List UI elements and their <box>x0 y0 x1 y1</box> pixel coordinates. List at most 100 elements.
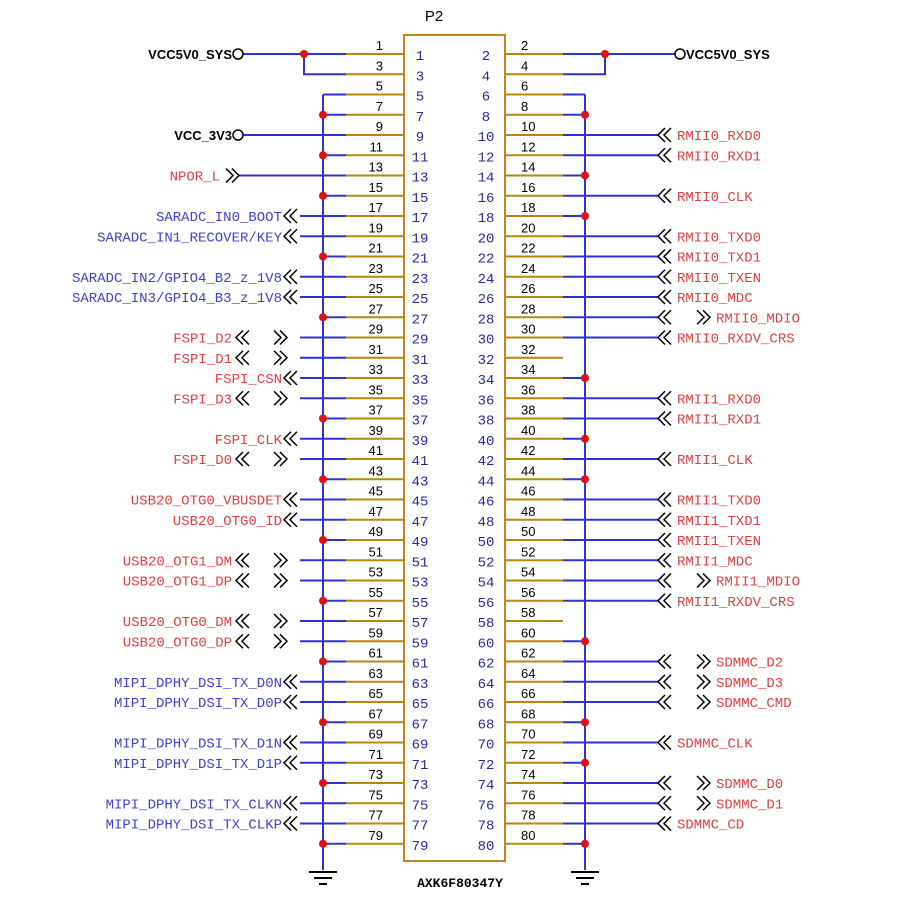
pin-number-outer-56: 56 <box>521 585 535 600</box>
net-port-icon-38 <box>656 410 672 427</box>
pin-number-outer-28: 28 <box>521 301 535 316</box>
pin-number-inner-35: 35 <box>412 393 429 409</box>
pin-number-inner-54: 54 <box>478 576 495 592</box>
net-label-46: RMII1_TXD0 <box>677 494 761 510</box>
pin-number-outer-20: 20 <box>521 220 535 235</box>
junction-dot-43 <box>319 475 327 484</box>
pin-number-inner-75: 75 <box>412 798 429 814</box>
pin-number-inner-18: 18 <box>478 211 495 227</box>
net-label-59: USB20_OTG0_DP <box>123 635 232 651</box>
net-label-39: FSPI_CLK <box>215 433 283 449</box>
net-port-icon-63 <box>282 674 298 690</box>
junction-dot-44 <box>581 475 589 484</box>
pin-number-outer-19: 19 <box>369 220 383 235</box>
net-port-icon-a-64 <box>656 674 672 690</box>
pin-number-outer-74: 74 <box>521 767 535 782</box>
net-label-51: USB20_OTG1_DM <box>123 554 232 570</box>
pin-number-outer-12: 12 <box>521 139 535 154</box>
pin-number-inner-32: 32 <box>478 353 495 369</box>
net-port-icon-a-35 <box>273 390 289 406</box>
net-label-71: MIPI_DPHY_DSI_TX_D1P <box>114 757 282 773</box>
net-port-icon-56 <box>656 593 672 609</box>
pin-number-inner-46: 46 <box>478 495 495 511</box>
net-label-36: RMII1_RXD0 <box>677 392 761 408</box>
net-label-19: SARADC_IN1_RECOVER/KEY <box>97 230 282 246</box>
net-label-31: FSPI_D1 <box>173 352 232 368</box>
pin-number-outer-37: 37 <box>369 403 383 418</box>
net-port-icon-24 <box>656 269 672 285</box>
net-port-icon-10 <box>656 127 672 143</box>
pin-number-inner-11: 11 <box>412 150 429 166</box>
net-label-26: RMII0_MDC <box>677 291 753 307</box>
net-port-icon-b-74 <box>696 775 712 791</box>
pin-number-outer-10: 10 <box>521 119 535 134</box>
pin-number-inner-64: 64 <box>478 677 495 693</box>
net-port-icon-70 <box>656 734 672 751</box>
pin-number-outer-16: 16 <box>521 180 535 195</box>
pin-number-outer-59: 59 <box>369 625 383 640</box>
net-label-66: SDMMC_CMD <box>716 696 792 712</box>
pin-number-inner-76: 76 <box>478 798 495 814</box>
net-port-icon-12 <box>656 147 672 163</box>
pin-number-inner-61: 61 <box>412 657 429 673</box>
pin-number-inner-42: 42 <box>478 454 495 470</box>
pin-number-outer-29: 29 <box>369 322 383 337</box>
net-port-icon-75 <box>282 795 298 811</box>
net-port-icon-69 <box>282 734 298 751</box>
pin-number-inner-2: 2 <box>482 49 490 65</box>
junction-dot-34 <box>581 374 589 382</box>
pin-number-inner-55: 55 <box>412 596 429 612</box>
net-port-icon-77 <box>282 815 298 832</box>
vcc3v3-label: VCC_3V3 <box>174 128 232 143</box>
pin-number-inner-72: 72 <box>478 758 495 774</box>
pin-number-outer-57: 57 <box>369 605 383 620</box>
pin-number-inner-79: 79 <box>412 839 429 855</box>
pin-number-outer-36: 36 <box>521 382 535 397</box>
net-label-28: RMII0_MDIO <box>716 311 800 327</box>
pin-number-outer-68: 68 <box>521 706 535 721</box>
pin-number-outer-44: 44 <box>521 463 535 478</box>
pin-number-outer-13: 13 <box>369 160 383 175</box>
net-port-icon-a-76 <box>656 795 672 811</box>
pin-number-outer-71: 71 <box>369 747 383 762</box>
net-port-icon-50 <box>656 532 672 548</box>
pin-number-outer-30: 30 <box>521 322 535 337</box>
pin-number-outer-47: 47 <box>369 504 383 519</box>
pin-number-outer-24: 24 <box>521 261 535 276</box>
pin-number-outer-21: 21 <box>369 241 383 256</box>
net-port-icon-b-66 <box>696 694 712 710</box>
net-label-41: FSPI_D0 <box>173 453 232 469</box>
pin-number-outer-18: 18 <box>521 200 535 215</box>
pin-number-inner-1: 1 <box>416 49 424 65</box>
net-label-52: RMII1_MDC <box>677 554 753 570</box>
vcc5v-left-bridge <box>303 54 346 76</box>
pin-number-inner-17: 17 <box>412 211 429 227</box>
pin-number-outer-2: 2 <box>521 38 528 53</box>
vcc5v-left-junction <box>300 50 308 58</box>
net-port-icon-a-54 <box>656 572 672 589</box>
pin-number-outer-55: 55 <box>369 585 383 600</box>
pin-number-inner-39: 39 <box>412 434 429 450</box>
junction-dot-55 <box>319 596 327 605</box>
net-label-25: SARADC_IN3/GPIO4_B3_z_1V8 <box>72 291 282 307</box>
net-label-69: MIPI_DPHY_DSI_TX_D1N <box>114 737 282 753</box>
net-label-17: SARADC_IN0_BOOT <box>156 210 282 226</box>
pin-number-inner-13: 13 <box>412 171 429 187</box>
pin-number-outer-63: 63 <box>369 666 383 681</box>
net-port-icon-78 <box>656 815 672 832</box>
pin-number-outer-48: 48 <box>521 504 535 519</box>
pin-number-inner-31: 31 <box>412 353 429 369</box>
net-port-icon-b-53 <box>234 572 250 589</box>
pin-number-inner-24: 24 <box>478 272 495 288</box>
net-label-22: RMII0_TXD1 <box>677 251 761 267</box>
net-port-icon-46 <box>656 491 672 508</box>
pin-number-inner-73: 73 <box>412 778 429 794</box>
connector-ref: P2 <box>425 8 443 25</box>
net-label-70: SDMMC_CLK <box>677 737 753 753</box>
pin-number-outer-23: 23 <box>369 261 383 276</box>
vcc5v-right-junction <box>601 50 609 58</box>
pin-number-inner-38: 38 <box>478 414 495 430</box>
net-port-icon-19 <box>282 228 298 244</box>
net-label-47: USB20_OTG0_ID <box>173 514 282 530</box>
pin-number-outer-25: 25 <box>369 281 383 296</box>
